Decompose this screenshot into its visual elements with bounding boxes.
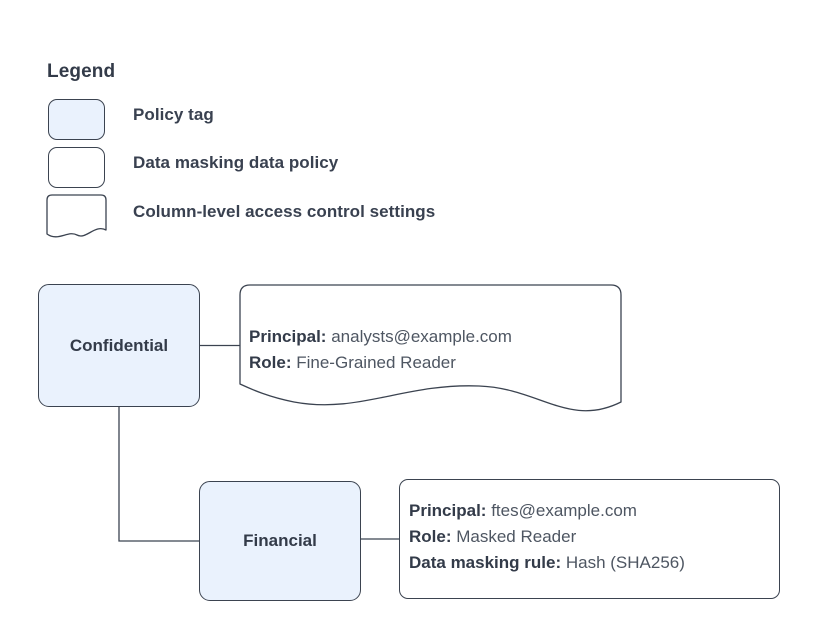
detail-line: Role: Fine-Grained Reader (249, 350, 512, 376)
detail-confidential-access[interactable]: Principal: analysts@example.com Role: Fi… (239, 284, 622, 414)
document-shape (239, 284, 622, 412)
detail-key: Principal: (409, 501, 487, 520)
detail-financial-policy[interactable]: Principal: ftes@example.com Role: Masked… (399, 479, 780, 599)
detail-confidential-access-text: Principal: analysts@example.com Role: Fi… (249, 324, 512, 376)
detail-line: Data masking rule: Hash (SHA256) (409, 550, 685, 576)
legend-swatch-column-access-settings (46, 194, 107, 238)
detail-value: Hash (SHA256) (565, 553, 685, 572)
detail-key: Principal: (249, 327, 327, 346)
connector-confidential-to-financial (118, 406, 200, 542)
detail-key: Role: (409, 527, 452, 546)
detail-key: Role: (249, 353, 292, 372)
legend-label-column-access-settings: Column-level access control settings (133, 202, 436, 221)
detail-value: analysts@example.com (331, 327, 512, 346)
node-financial-label: Financial (243, 531, 317, 550)
node-confidential[interactable]: Confidential (38, 284, 200, 407)
detail-financial-policy-text: Principal: ftes@example.com Role: Masked… (409, 498, 685, 576)
legend-label-data-masking-policy: Data masking data policy (133, 153, 339, 172)
legend-swatch-policy-tag (48, 99, 105, 140)
detail-line: Principal: analysts@example.com (249, 324, 512, 350)
detail-line: Role: Masked Reader (409, 524, 685, 550)
node-confidential-label: Confidential (69, 335, 169, 355)
legend-swatch-data-masking-policy (48, 147, 105, 188)
legend-label-policy-tag: Policy tag (133, 105, 214, 124)
detail-line: Principal: ftes@example.com (409, 498, 685, 524)
detail-value: Masked Reader (456, 527, 577, 546)
detail-key: Data masking rule: (409, 553, 562, 572)
detail-value: Fine-Grained Reader (296, 353, 456, 372)
node-financial[interactable]: Financial (199, 481, 361, 601)
detail-value: ftes@example.com (491, 501, 637, 520)
legend-title: Legend (47, 61, 116, 82)
